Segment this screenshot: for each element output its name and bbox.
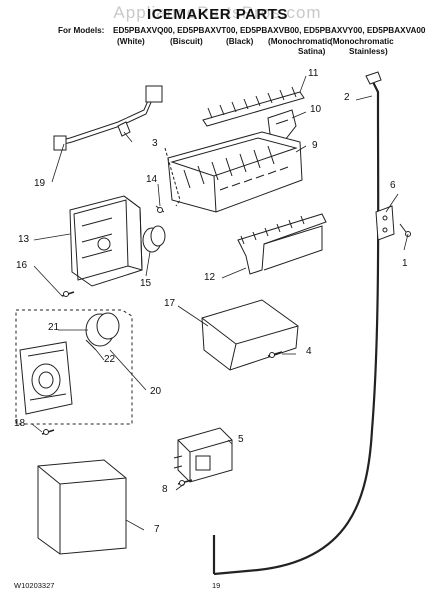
control-module-group [15, 309, 133, 425]
bracket-part [375, 205, 411, 241]
ejector-part [202, 86, 305, 127]
watermark: AppliancePartsPros.com [113, 3, 322, 22]
callout-2: 2 [344, 92, 350, 103]
callout-10: 10 [310, 104, 322, 115]
color-biscuit: (Biscuit) [170, 37, 203, 46]
ice-mold-part [164, 131, 303, 213]
models-prefix: For Models: [58, 26, 105, 35]
module-plate-part [19, 341, 73, 415]
timer-motor-part [85, 312, 120, 351]
callout-3: 3 [152, 138, 158, 149]
water-valve-part [173, 427, 233, 483]
module-housing-part [69, 195, 143, 287]
callout-14: 14 [146, 174, 158, 185]
callout-15: 15 [140, 278, 152, 289]
leader-lines [31, 75, 409, 531]
fill-cup-part [237, 213, 327, 275]
screw-18-part [41, 429, 55, 435]
callout-9: 9 [312, 140, 318, 151]
color-monochromatic-2: (Monochromatic [330, 37, 394, 46]
color-satina: Satina) [298, 47, 326, 56]
cover-part [201, 299, 299, 371]
fill-tube-part [212, 71, 382, 576]
shutoff-arm-part [267, 109, 297, 141]
small-screw-part [155, 205, 165, 213]
callout-7: 7 [154, 524, 160, 535]
color-white: (White) [117, 37, 145, 46]
callout-6: 6 [390, 180, 396, 191]
callout-1: 1 [402, 258, 408, 269]
callout-4: 4 [306, 346, 312, 357]
callout-12: 12 [204, 272, 216, 283]
callout-19: 19 [34, 178, 46, 189]
ice-bin-part [37, 459, 127, 555]
models-list: ED5PBAXVQ00, ED5PBAXVT00, ED5PBAXVB00, E… [113, 26, 426, 35]
callout-21: 21 [48, 322, 60, 333]
color-stainless: Stainless) [349, 47, 388, 56]
page-number: 19 [212, 581, 221, 590]
callout-8: 8 [162, 484, 168, 495]
wire-harness-part [53, 85, 163, 151]
color-monochromatic-1: (Monochromatic [268, 37, 332, 46]
callout-20: 20 [150, 386, 162, 397]
screw-8-part [177, 479, 193, 486]
doc-number: W10203327 [14, 581, 55, 590]
callout-16: 16 [16, 260, 28, 271]
callout-5: 5 [238, 434, 244, 445]
callout-17: 17 [164, 298, 176, 309]
motor-part [142, 225, 166, 253]
callout-11: 11 [308, 68, 319, 79]
screw-16-part [61, 291, 75, 297]
screw-4-part [267, 351, 283, 358]
color-black: (Black) [226, 37, 254, 46]
page-title: ICEMAKER PARTS [147, 6, 288, 23]
callout-18: 18 [14, 418, 26, 429]
clip-part [117, 121, 131, 137]
callout-13: 13 [18, 234, 30, 245]
callout-22: 22 [104, 354, 116, 365]
